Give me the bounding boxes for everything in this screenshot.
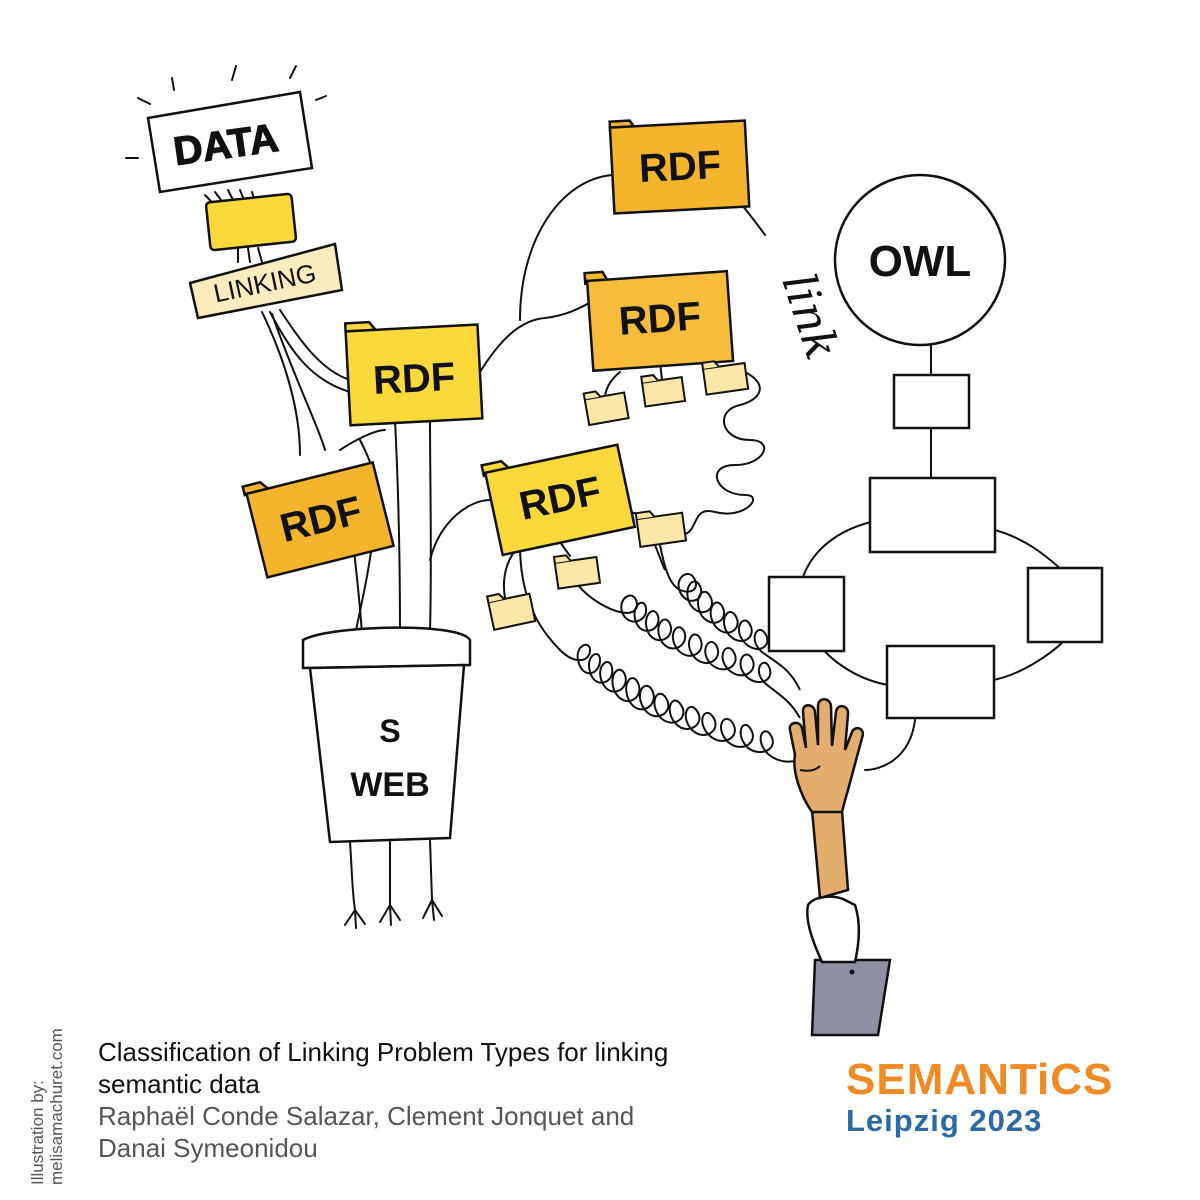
rdf-folder-top: RDF bbox=[608, 119, 751, 215]
rdf-label: RDF bbox=[638, 143, 722, 191]
owl-box bbox=[885, 644, 996, 720]
small-folders bbox=[485, 360, 750, 631]
bucket-label-line2: WEB bbox=[350, 766, 429, 804]
rdf-folder-lower-center: RDF bbox=[480, 443, 637, 557]
small-folder bbox=[552, 554, 602, 590]
spring-cables bbox=[519, 371, 801, 763]
plug bbox=[204, 192, 298, 252]
linking-banner: LINKING bbox=[188, 242, 344, 320]
owl-label: OWL bbox=[869, 237, 972, 286]
small-folder bbox=[634, 510, 688, 549]
owl-diagram: OWL bbox=[767, 173, 1104, 720]
caption: Classification of Linking Problem Types … bbox=[98, 1036, 798, 1164]
caption-authors-line2: Danai Symeonidou bbox=[98, 1133, 318, 1163]
rdf-label: RDF bbox=[372, 355, 456, 403]
brand-city: Leipzig 2023 bbox=[846, 1103, 1043, 1138]
raised-arm bbox=[788, 698, 892, 1037]
caption-title-line2: semantic data bbox=[98, 1069, 260, 1099]
small-folder bbox=[640, 374, 687, 408]
illustration-credit: Illustration by: melisamachuret.com bbox=[28, 1028, 66, 1185]
white-glove bbox=[806, 895, 860, 964]
hand bbox=[788, 698, 865, 814]
credit-line1: Illustration by: bbox=[28, 1080, 47, 1185]
credit-line2: melisamachuret.com bbox=[47, 1028, 66, 1185]
s-web-bucket: S WEB bbox=[301, 626, 472, 929]
small-folder bbox=[700, 360, 750, 396]
bucket-label-line1: S bbox=[379, 713, 400, 749]
data-sign: DATA bbox=[125, 65, 327, 194]
owl-box bbox=[868, 476, 997, 554]
semantics-logo: SEMANTiCS Leipzig 2023 bbox=[846, 1058, 1113, 1140]
owl-box bbox=[1026, 566, 1104, 644]
owl-box bbox=[892, 373, 971, 430]
rdf-folder-center: RDF bbox=[343, 320, 484, 427]
owl-circle bbox=[833, 173, 1007, 347]
brand-name: SEMANTiCS bbox=[846, 1055, 1114, 1104]
forearm bbox=[810, 808, 850, 900]
rdf-folder-lower-left: RDF bbox=[241, 460, 396, 579]
caption-authors-line1: Raphaël Conde Salazar, Clement Jonquet a… bbox=[98, 1101, 635, 1131]
caption-title-line1: Classification of Linking Problem Types … bbox=[98, 1037, 669, 1067]
small-folder bbox=[485, 592, 537, 631]
rdf-label: RDF bbox=[617, 294, 702, 344]
rdf-folder-middle-right: RDF bbox=[583, 269, 735, 373]
small-folder bbox=[582, 390, 630, 427]
owl-box bbox=[767, 575, 846, 653]
sleeve bbox=[810, 958, 892, 1037]
